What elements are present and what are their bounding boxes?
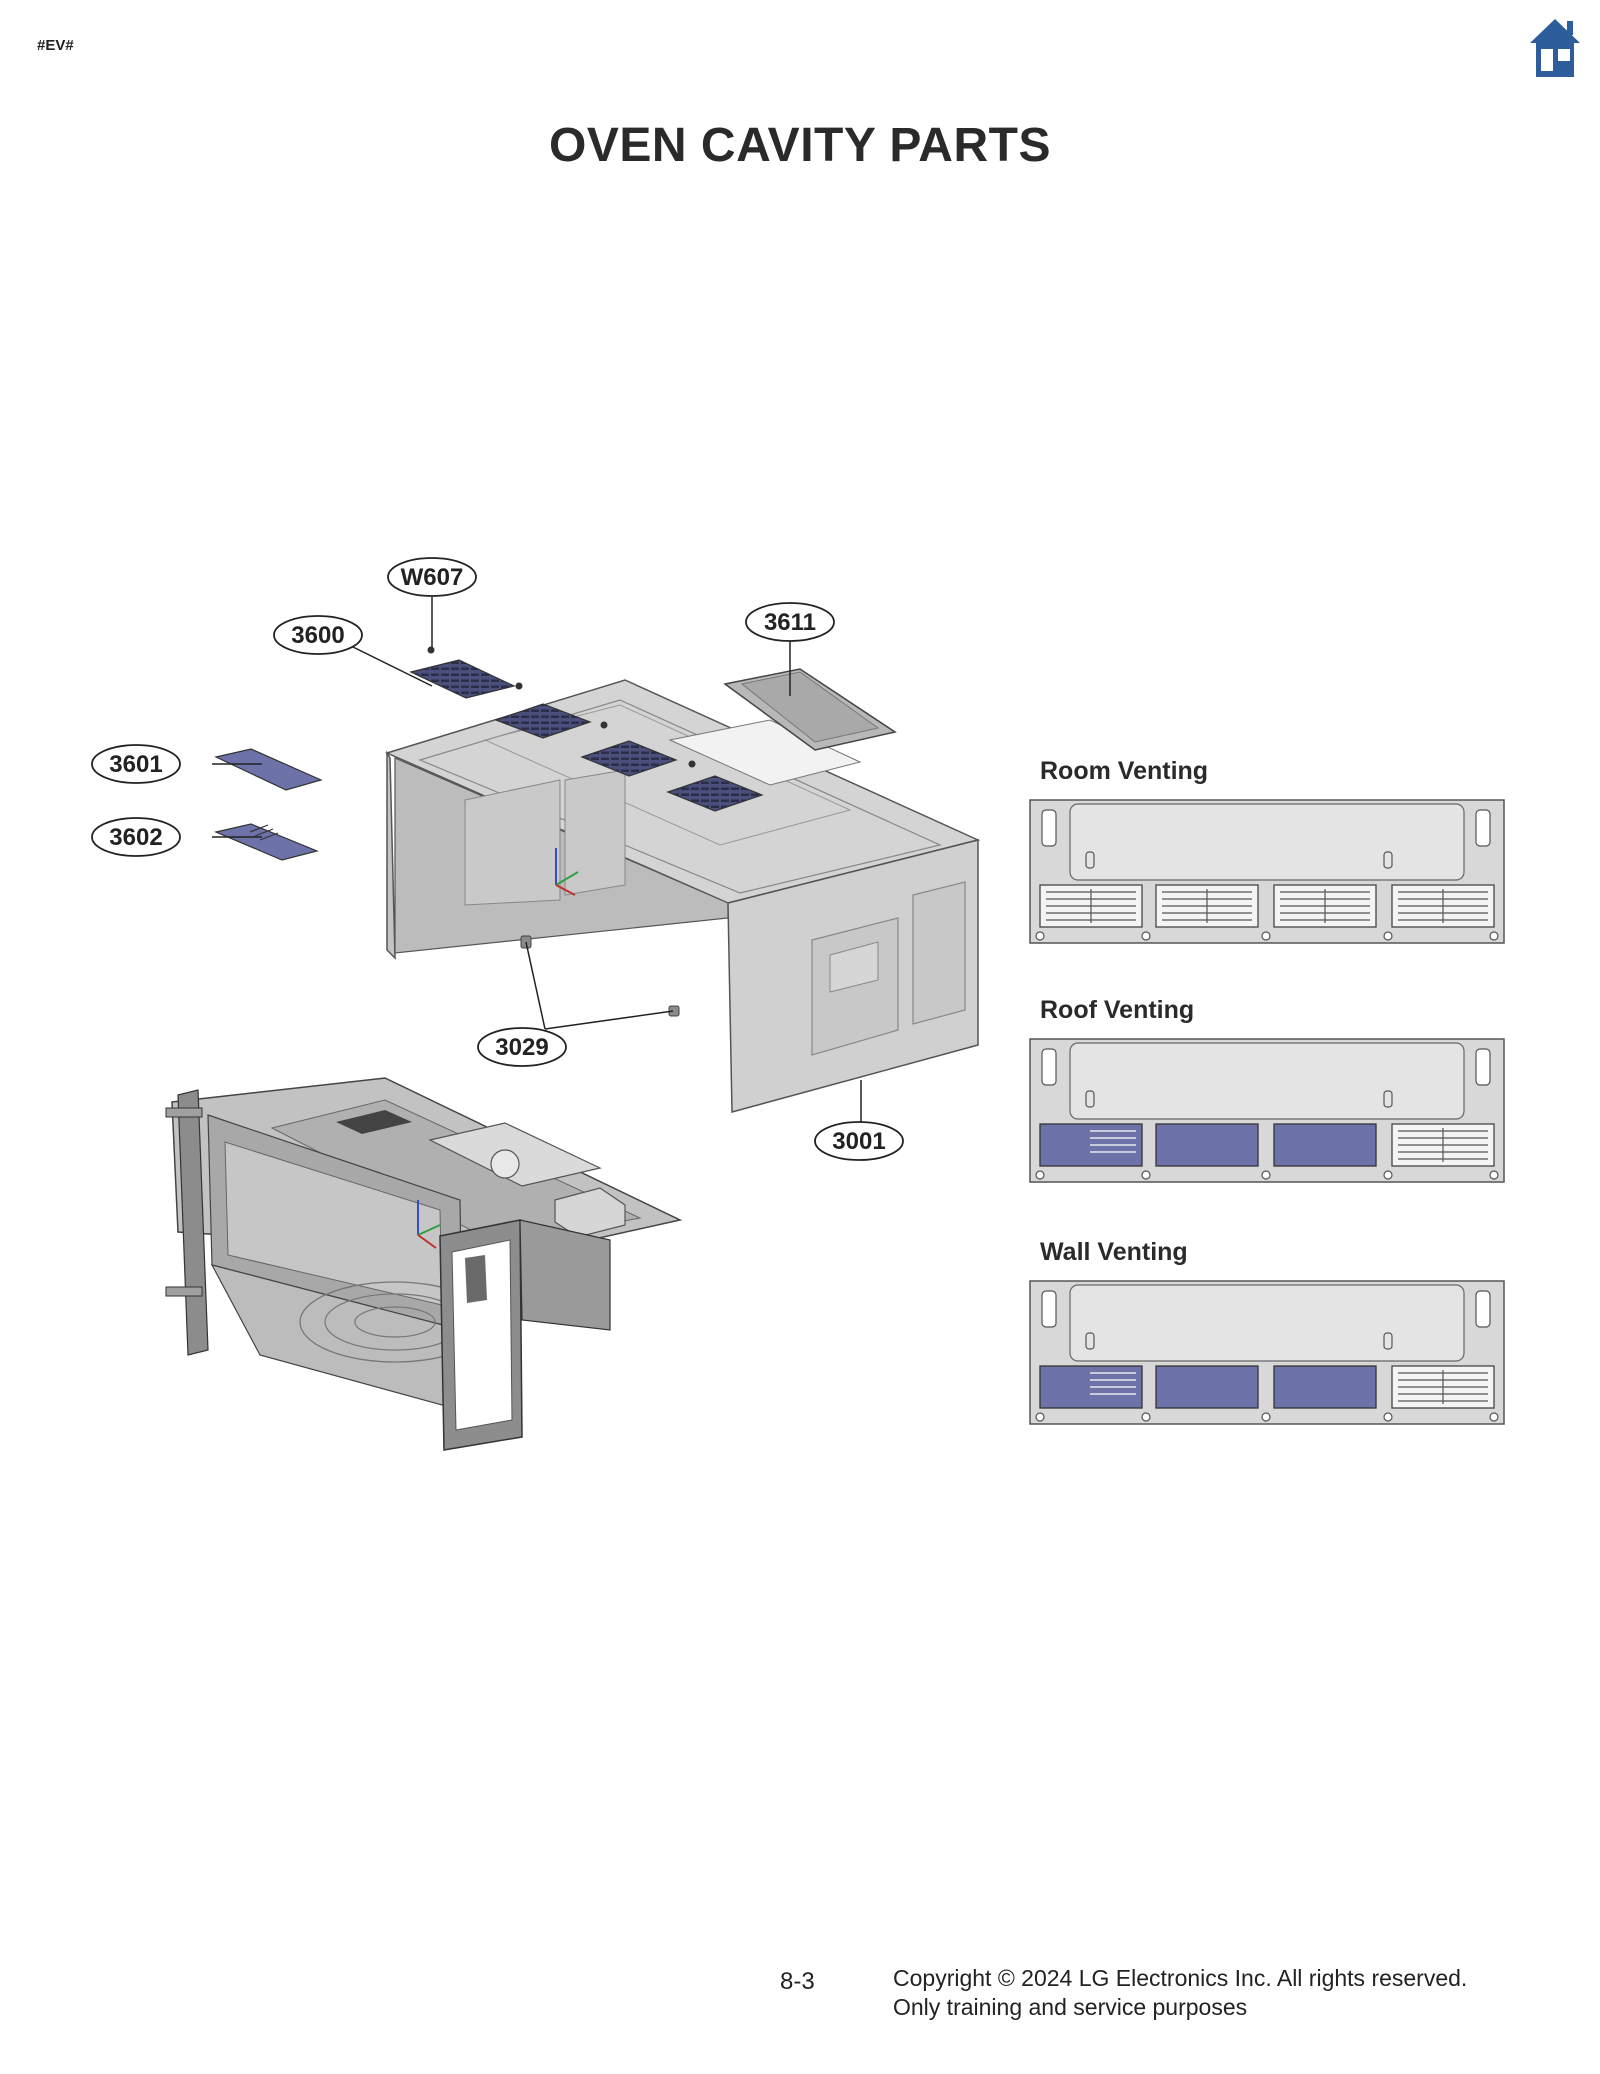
- home-icon[interactable]: [1527, 15, 1583, 81]
- purpose-line: Only training and service purposes: [893, 1994, 1248, 2020]
- vent-slot: [1039, 884, 1143, 928]
- vent-cover-3601-part: [214, 748, 323, 791]
- callout-3611: 3611: [745, 602, 835, 642]
- copyright-line: Copyright © 2024 LG Electronics Inc. All…: [893, 1965, 1468, 1991]
- vent-slot: [1039, 1365, 1143, 1409]
- page-title: OVEN CAVITY PARTS: [549, 119, 1051, 172]
- callout-3001: 3001: [814, 1121, 904, 1161]
- callout-w607: W607: [387, 557, 477, 597]
- callout-label: 3602: [109, 824, 162, 851]
- vent-slot: [1391, 884, 1495, 928]
- vent-slot: [1273, 1123, 1377, 1167]
- vent-slot: [1391, 1123, 1495, 1167]
- room-venting-panel: [1029, 799, 1505, 944]
- callout-label: 3600: [291, 622, 344, 649]
- vent-slot: [1155, 884, 1259, 928]
- document-tag: #EV#: [37, 37, 74, 54]
- wall-venting-label: Wall Venting: [1040, 1238, 1188, 1266]
- leader-lines: [212, 597, 862, 1128]
- callout-label: 3001: [832, 1128, 885, 1155]
- callout-label: W607: [401, 564, 464, 591]
- callout-label: 3029: [495, 1034, 548, 1061]
- vent-slot: [1391, 1365, 1495, 1409]
- copyright-notice: Copyright © 2024 LG Electronics Inc. All…: [893, 1964, 1467, 2022]
- callout-label: 3601: [109, 751, 162, 778]
- room-venting-label: Room Venting: [1040, 757, 1209, 785]
- page-number: 8-3: [780, 1968, 815, 1995]
- callout-3029: 3029: [477, 1027, 567, 1067]
- vent-slot: [1273, 1365, 1377, 1409]
- wall-venting-panel: [1029, 1280, 1505, 1425]
- callout-3601: 3601: [91, 744, 181, 784]
- top-vent-grilles: [494, 703, 764, 812]
- vent-slot: [1039, 1123, 1143, 1167]
- roof-venting-label: Roof Venting: [1040, 996, 1195, 1024]
- callout-3602: 3602: [91, 817, 181, 857]
- vent-grille-part: [409, 659, 516, 699]
- callout-label: 3611: [764, 609, 816, 636]
- vent-cover-3602-part: [214, 823, 319, 861]
- oven-cavity-frame: [165, 1077, 683, 1451]
- outer-case-part: [384, 679, 981, 1113]
- callout-3600: 3600: [273, 615, 363, 655]
- roof-venting-panel: [1029, 1038, 1505, 1183]
- clip-parts: [520, 935, 680, 1017]
- vent-slot: [1273, 884, 1377, 928]
- screw-icons: [427, 646, 696, 768]
- vent-slot: [1155, 1123, 1259, 1167]
- vent-slot: [1155, 1365, 1259, 1409]
